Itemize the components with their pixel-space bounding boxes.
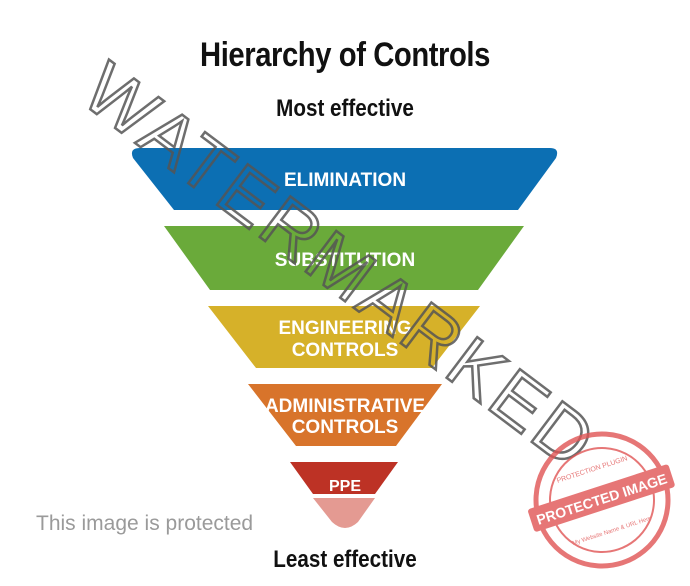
layer-substitution-band bbox=[164, 226, 524, 290]
layer-substitution: SUBSTITUTION bbox=[164, 226, 524, 290]
least-effective-label: Least effective bbox=[273, 546, 417, 573]
layer-ppe-label: PPE bbox=[329, 478, 361, 495]
layer-engineering-controls-line2: CONTROLS bbox=[292, 340, 399, 361]
layer-engineering-controls-line1: ENGINEERING bbox=[278, 318, 411, 339]
layer-substitution-label: SUBSTITUTION bbox=[275, 250, 415, 271]
layer-administrative-controls-line2: CONTROLS bbox=[292, 417, 399, 438]
layer-administrative-controls: ADMINISTRATIVE CONTROLS bbox=[248, 384, 442, 446]
layer-engineering-controls: ENGINEERING CONTROLS bbox=[208, 306, 480, 368]
layer-elimination: ELIMINATION bbox=[131, 148, 558, 210]
layer-elimination-label: ELIMINATION bbox=[284, 170, 406, 191]
layer-administrative-controls-band bbox=[248, 384, 442, 446]
layer-elimination-band bbox=[131, 148, 558, 210]
pyramid-tip bbox=[313, 498, 375, 528]
diagram-title: Hierarchy of Controls bbox=[200, 36, 490, 74]
protected-notice: This image is protected bbox=[36, 512, 254, 535]
stamp-bottom-text: My Website Name & URL Here bbox=[572, 516, 653, 547]
layer-ppe: PPE bbox=[290, 462, 398, 495]
most-effective-label: Most effective bbox=[276, 95, 414, 122]
layer-ppe-band bbox=[290, 462, 398, 494]
layer-administrative-controls-line1: ADMINISTRATIVE bbox=[265, 396, 425, 417]
layer-engineering-controls-band bbox=[208, 306, 480, 368]
